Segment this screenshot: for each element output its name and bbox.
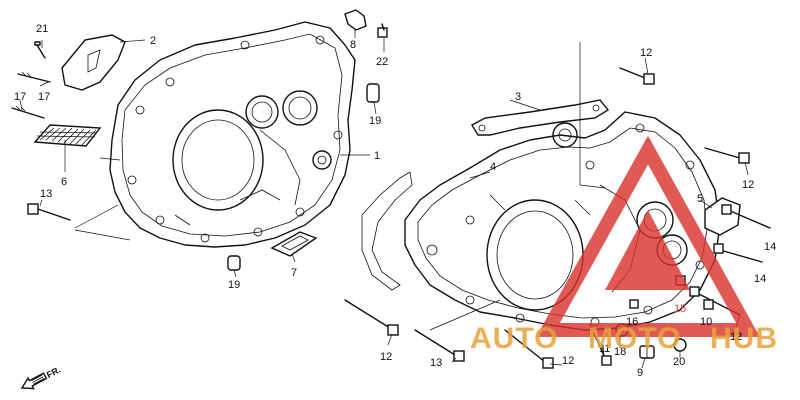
callout-7: 7 <box>291 267 297 279</box>
callout-labels: 21 2 17 17 6 13 19 8 22 19 1 7 12 3 4 12… <box>14 23 776 379</box>
callout-6: 6 <box>61 176 67 188</box>
callout-12-right-bottom: 12 <box>730 331 742 343</box>
dowel-19-upper <box>366 83 380 103</box>
bolt-14-lower <box>713 243 763 263</box>
callout-18: 18 <box>614 346 626 358</box>
bolt-22 <box>377 23 388 38</box>
watermark-triangle-inner <box>605 210 690 290</box>
bracket-3 <box>471 99 610 136</box>
front-direction-marker: FR. <box>20 365 62 390</box>
callout-10: 10 <box>700 316 712 328</box>
callout-12-bottom: 12 <box>562 355 574 367</box>
callout-22: 22 <box>376 56 388 68</box>
callout-17-upper: 17 <box>38 91 50 103</box>
callout-20: 20 <box>673 356 685 368</box>
callout-12-top: 12 <box>640 47 652 59</box>
callout-16: 16 <box>626 316 638 328</box>
crankcase-gasket <box>361 171 413 291</box>
bolt-10 <box>703 299 714 310</box>
bolt-12-left-bottom <box>344 299 399 336</box>
bolt-14-upper <box>721 204 771 229</box>
watermark-word-moto: MOTO <box>588 322 681 355</box>
watermark-logo <box>536 135 760 337</box>
stud-17-lower <box>11 105 45 119</box>
callout-1: 1 <box>374 150 380 162</box>
callout-5: 5 <box>697 193 703 205</box>
leader-lines <box>19 30 749 369</box>
watermark-text: AUTO MOTO HUB <box>470 322 778 355</box>
left-crankcase-half <box>109 21 356 248</box>
callout-12-left-bottom: 12 <box>380 351 392 363</box>
callout-8: 8 <box>350 39 356 51</box>
bolt-12-bottom <box>504 329 554 369</box>
oil-seal-7 <box>270 231 318 257</box>
cover-5 <box>704 197 741 236</box>
callout-13-left: 13 <box>40 188 52 200</box>
callout-11: 11 <box>599 343 610 355</box>
callout-14-upper: 14 <box>764 241 776 253</box>
bracket-8 <box>344 9 367 31</box>
watermark-word-auto: AUTO <box>470 322 558 355</box>
bolt-12-top <box>619 67 655 85</box>
watermark-word-hub: HUB <box>710 322 778 355</box>
callout-19-upper: 19 <box>369 115 381 127</box>
callout-2: 2 <box>150 35 156 47</box>
callout-13-bottom: 13 <box>430 357 442 369</box>
callout-15: 15 <box>674 303 686 315</box>
callout-21: 21 <box>36 23 48 35</box>
stud-17-upper <box>17 71 51 83</box>
bolt-21 <box>34 41 46 59</box>
front-label: FR. <box>45 365 62 381</box>
cover-plate-2 <box>61 34 126 91</box>
callout-19-lower: 19 <box>228 279 240 291</box>
bolt-12-right <box>704 147 750 164</box>
callout-14-lower: 14 <box>754 273 766 285</box>
callout-3: 3 <box>515 91 521 103</box>
oil-filter-screen-6 <box>33 124 102 147</box>
bolt-13-left <box>27 203 71 221</box>
callout-17-lower: 17 <box>14 91 26 103</box>
callout-12-right: 12 <box>742 179 754 191</box>
callout-9: 9 <box>637 367 643 379</box>
watermark-triangle <box>536 135 760 337</box>
plug-9 <box>639 345 655 359</box>
dowel-19-lower <box>227 255 241 271</box>
front-arrow-icon <box>20 372 48 390</box>
bolt-16 <box>629 299 639 309</box>
bolt-13-bottom <box>414 329 465 362</box>
callout-4: 4 <box>490 161 496 173</box>
